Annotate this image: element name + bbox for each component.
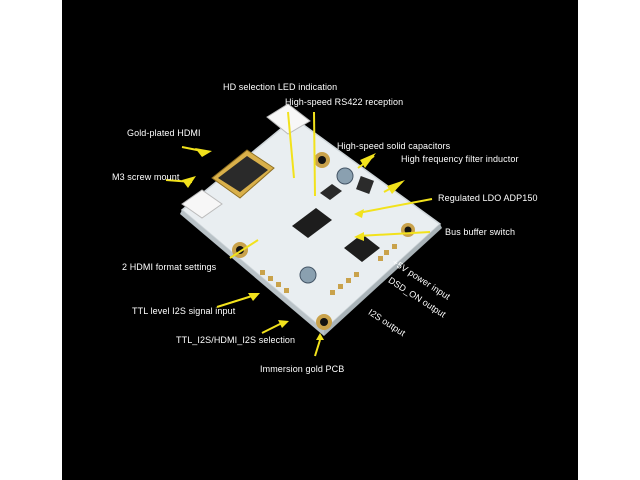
label-rs422: High-speed RS422 reception [285, 97, 404, 107]
label-hdmi-format: 2 HDMI format settings [122, 262, 217, 272]
product-photo-stage: HD selection LED indication High-speed R… [62, 0, 578, 480]
gold-pin-rows [260, 244, 397, 295]
label-hd-selection: HD selection LED indication [223, 82, 338, 92]
label-gold-hdmi: Gold-plated HDMI [127, 128, 201, 138]
ic-chips [292, 184, 380, 262]
label-m3-mount: M3 screw mount [112, 172, 180, 182]
callout-arrows [165, 111, 433, 357]
hdmi-connector [211, 149, 275, 199]
label-ttl-i2s: TTL level I2S signal input [132, 306, 236, 316]
label-bus-buffer: Bus buffer switch [445, 227, 516, 237]
label-i2s-selection: TTL_I2S/HDMI_I2S selection [176, 335, 296, 345]
label-gold-pcb: Immersion gold PCB [260, 364, 345, 374]
pcb-illustration [165, 103, 442, 357]
label-ldo: Regulated LDO ADP150 [438, 193, 538, 203]
capacitors [299, 167, 374, 284]
label-solid-caps: High-speed solid capacitors [337, 141, 451, 151]
label-filter-inductor: High frequency filter inductor [401, 154, 519, 164]
